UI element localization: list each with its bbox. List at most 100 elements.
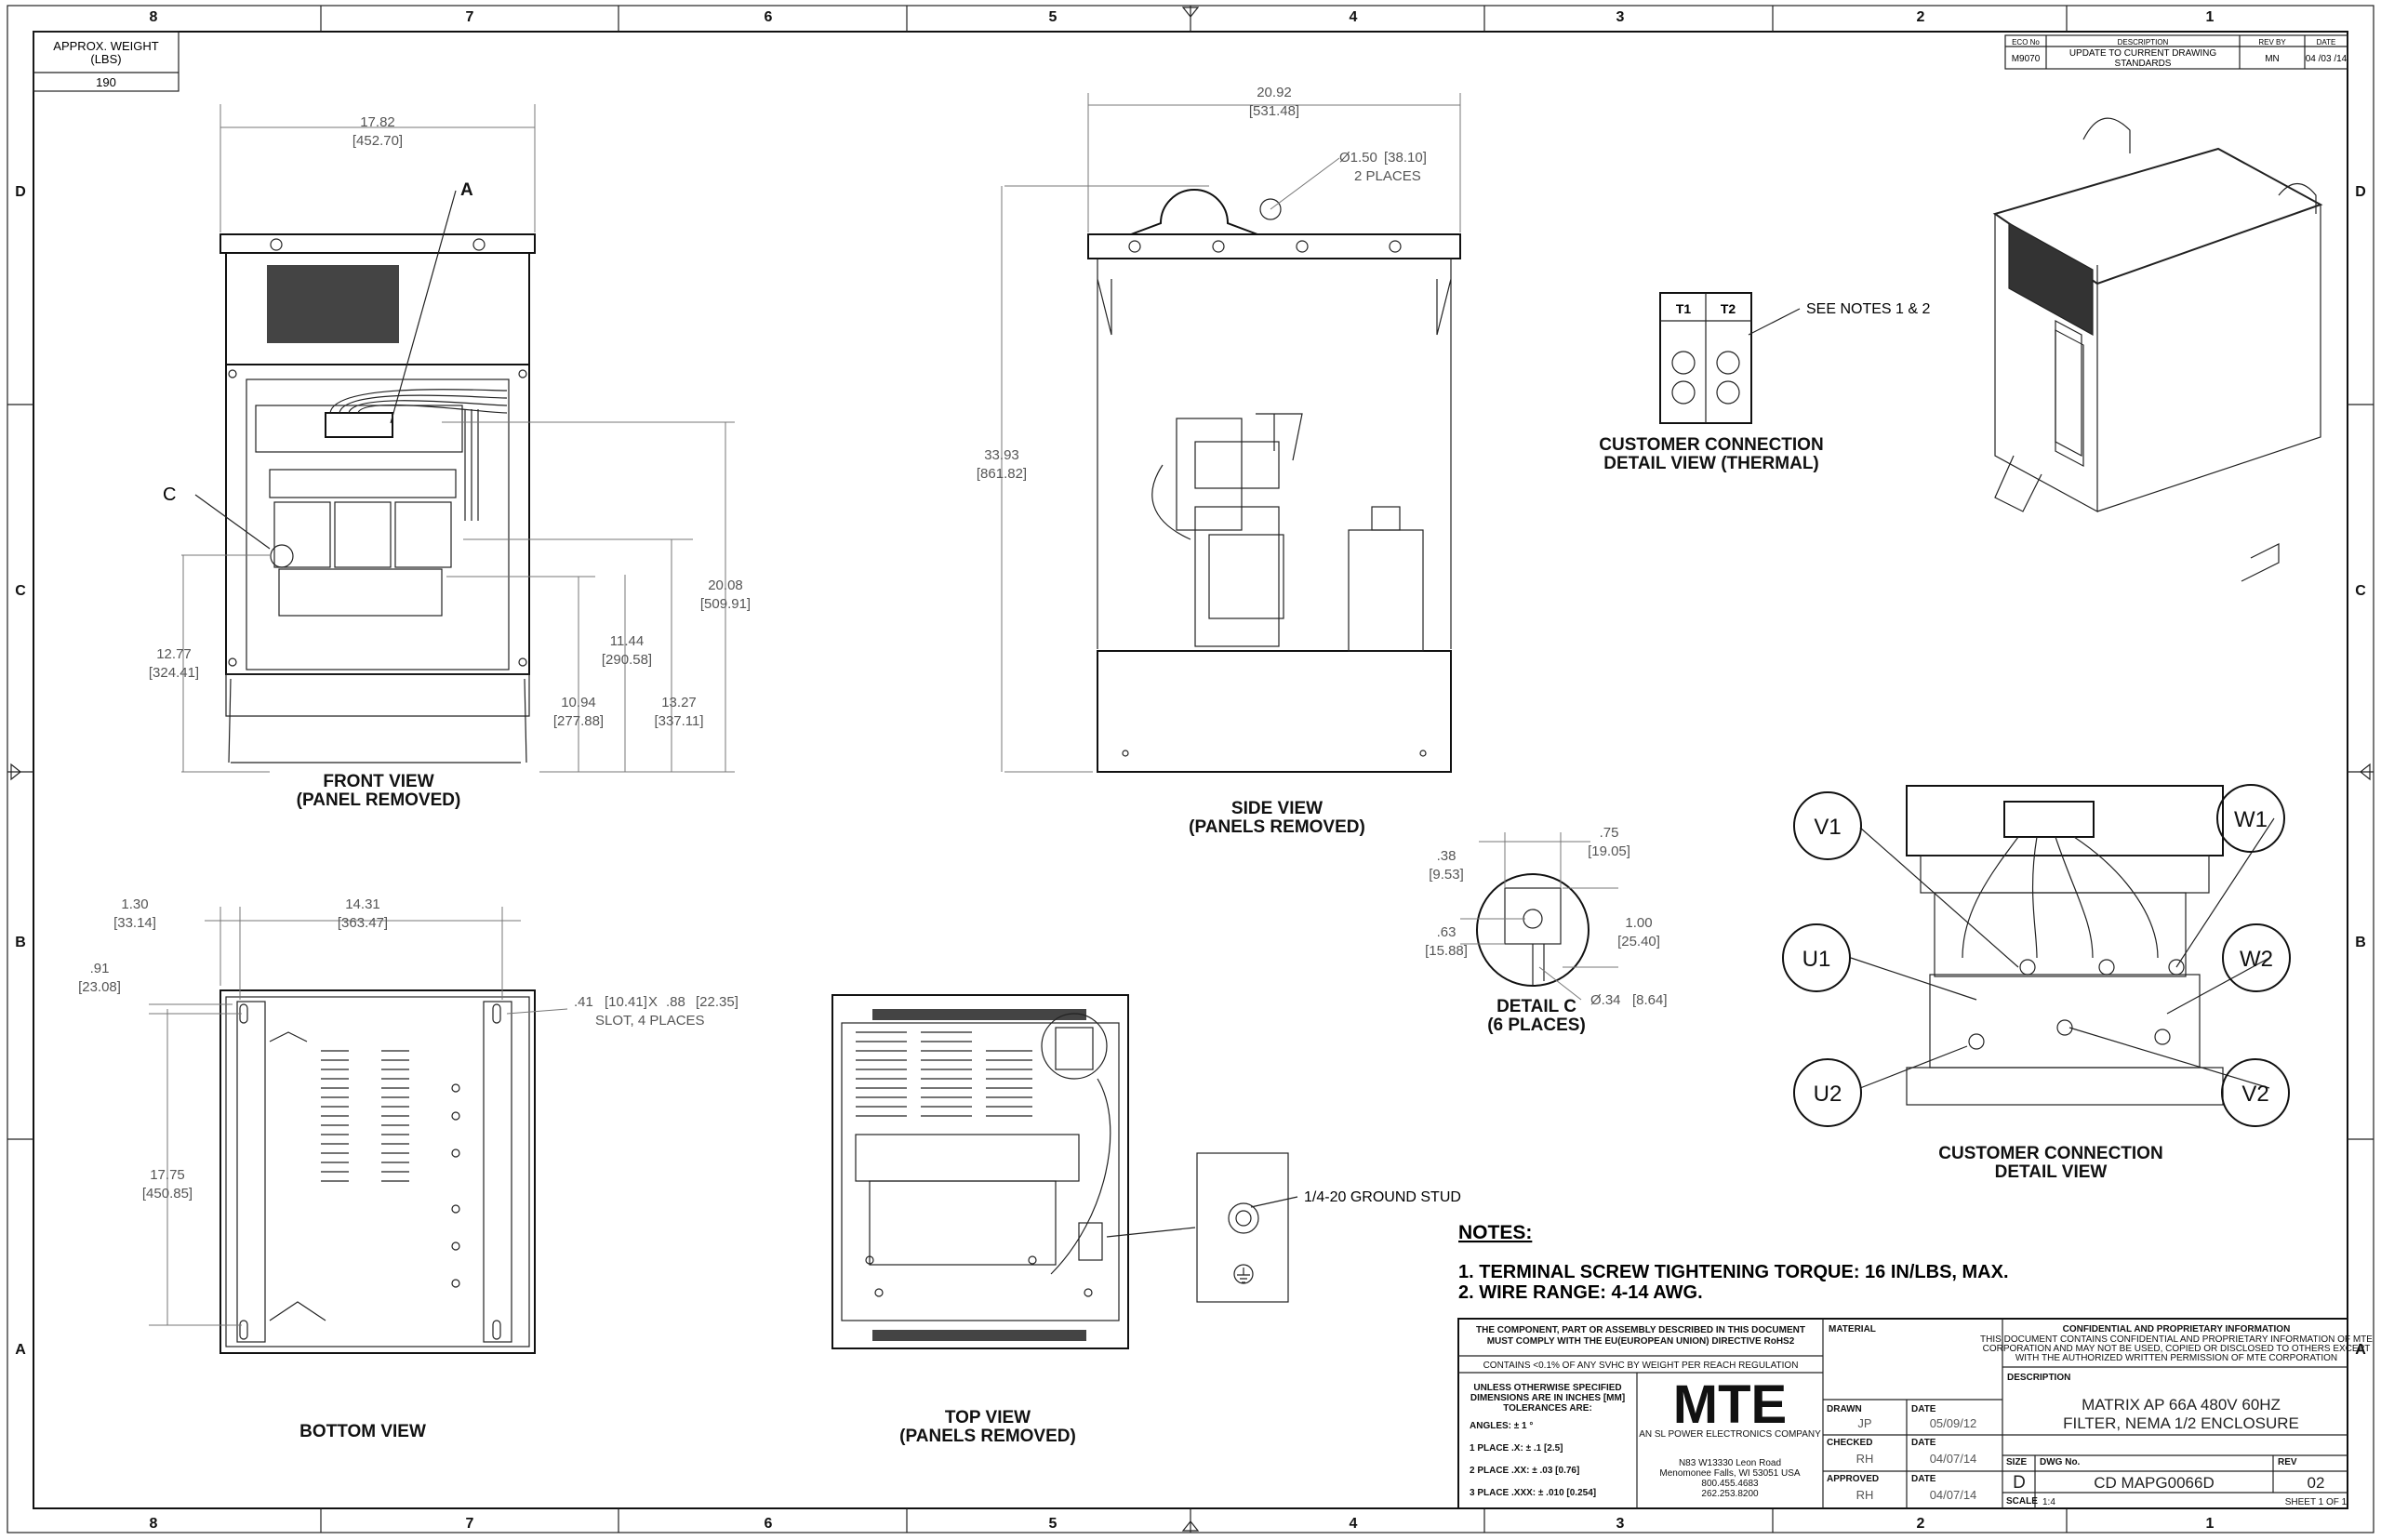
- dim-14-31-mm: [363.47]: [338, 915, 388, 931]
- dim-slot-x: X: [648, 994, 658, 1010]
- top-view: 1/4-20 GROUND STUD TOP VIEW (PANELS REMO…: [831, 994, 1461, 1446]
- side-view-title: SIDE VIEW: [1231, 799, 1323, 818]
- terminal-w1: W1: [2234, 807, 2268, 832]
- customer-detail-subtitle: DETAIL VIEW: [1995, 1162, 2108, 1182]
- note-1: 1. TERMINAL SCREW TIGHTENING TORQUE: 16 …: [1458, 1262, 2009, 1282]
- tb-tol-1: UNLESS OTHERWISE SPECIFIED: [1473, 1383, 1621, 1393]
- tb-approved-date: 04/07/14: [1930, 1488, 1977, 1502]
- mte-address-2: Menomonee Falls, WI 53051 USA: [1659, 1468, 1801, 1479]
- notes: NOTES: 1. TERMINAL SCREW TIGHTENING TORQ…: [1458, 1222, 2009, 1303]
- dim-10-94-in: 10.94: [561, 695, 596, 710]
- col-4-top: 4: [1350, 9, 1358, 25]
- col-2-bottom: 2: [1917, 1516, 1925, 1532]
- rev-date: 04 /03 /14: [2306, 54, 2348, 64]
- column-markers: 8 7 6 5 4 3 2 1 8 7 6 5 4 3 2 1: [150, 9, 2215, 1532]
- tb-scale: 1:4: [2042, 1497, 2055, 1507]
- dim-front-width-mm: [452.70]: [352, 133, 403, 149]
- dim-side-hole-in: Ø1.50: [1339, 150, 1377, 166]
- tb-drawn-label: DRAWN: [1827, 1404, 1862, 1414]
- tb-dwg-label: DWG No.: [2040, 1457, 2081, 1467]
- front-view: A C 17.82 [452.70] 12.77 [324.41] 10.94 …: [149, 104, 751, 810]
- top-vent-top: [872, 1009, 1086, 1020]
- tb-rohs-2: MUST COMPLY WITH THE EU(EUROPEAN UNION) …: [1487, 1336, 1795, 1347]
- row-b-right: B: [2355, 935, 2366, 950]
- dim-0-91-in: .91: [90, 961, 110, 976]
- terminal-u2: U2: [1814, 1082, 1842, 1107]
- tb-conf-3: WITH THE AUTHORIZED WRITTEN PERMISSION O…: [2015, 1353, 2337, 1363]
- col-1-bottom: 1: [2206, 1516, 2215, 1532]
- terminal-v1: V1: [1814, 815, 1841, 840]
- col-5-top: 5: [1049, 9, 1057, 25]
- thermal-t1: T1: [1676, 301, 1692, 316]
- dim-13-27-in: 13.27: [661, 695, 697, 710]
- dim-20-08-in: 20.08: [708, 578, 743, 593]
- rev-header-description: DESCRIPTION: [2118, 38, 2169, 46]
- tb-conf-1: THIS DOCUMENT CONTAINS CONFIDENTIAL AND …: [1980, 1334, 2373, 1345]
- dim-slot-w-in: .41: [574, 994, 593, 1010]
- dim-11-44-mm: [290.58]: [602, 652, 652, 668]
- front-vent: [267, 265, 399, 343]
- bottom-view: 1.30 [33.14] 14.31 [363.47] .91 [23.08] …: [78, 896, 738, 1441]
- tb-scale-label: SCALE: [2006, 1496, 2038, 1507]
- col-6-bottom: 6: [765, 1516, 773, 1532]
- tb-drawn-date: 05/09/12: [1930, 1416, 1977, 1430]
- mte-address-4: 262.253.8200: [1701, 1489, 1759, 1499]
- note-2: 2. WIRE RANGE: 4-14 AWG.: [1458, 1282, 1703, 1303]
- dim-1-00-in: 1.00: [1625, 915, 1652, 931]
- tb-reach: CONTAINS <0.1% OF ANY SVHC BY WEIGHT PER…: [1483, 1361, 1799, 1371]
- tb-checked-by: RH: [1856, 1452, 1874, 1466]
- dim-0-75-in: .75: [1600, 825, 1619, 841]
- dim-side-height-in: 33.93: [984, 447, 1019, 463]
- row-markers: D C B A D C B A: [15, 184, 2366, 1358]
- tb-description-2: FILTER, NEMA 1/2 ENCLOSURE: [2063, 1414, 2299, 1432]
- dim-12-77-in: 12.77: [156, 646, 192, 662]
- rev-header-eco: ECO No: [2012, 38, 2040, 46]
- customer-detail-title: CUSTOMER CONNECTION: [1938, 1144, 2162, 1163]
- dim-12-77-mm: [324.41]: [149, 665, 199, 681]
- mte-address-3: 800.455.4683: [1701, 1479, 1759, 1489]
- col-6-top: 6: [765, 9, 773, 25]
- side-view: 20.92 [531.48] Ø1.50 [38.10] 2 PLACES 33…: [977, 85, 1461, 837]
- slot-places: SLOT, 4 PLACES: [595, 1013, 705, 1029]
- tb-description-1: MATRIX AP 66A 480V 60HZ: [2082, 1396, 2281, 1414]
- rev-description-1: UPDATE TO CURRENT DRAWING: [2069, 48, 2217, 59]
- col-7-bottom: 7: [466, 1516, 474, 1532]
- mte-logo: MTE: [1673, 1374, 1787, 1435]
- row-c-left: C: [15, 583, 26, 599]
- dim-slot-l-mm: [22.35]: [696, 994, 738, 1010]
- callout-c: C: [163, 485, 176, 505]
- tb-size: D: [2013, 1473, 2026, 1493]
- row-a-left: A: [15, 1342, 26, 1358]
- detail-c-subtitle: (6 PLACES): [1487, 1016, 1586, 1035]
- top-view-title: TOP VIEW: [945, 1408, 1031, 1427]
- front-view-title: FRONT VIEW: [323, 772, 433, 791]
- tb-place3: 3 PLACE .XXX: ± .010 [0.254]: [1470, 1488, 1596, 1498]
- dim-0-38-mm: [9.53]: [1429, 867, 1464, 883]
- dim-slot-l-in: .88: [666, 994, 685, 1010]
- weight-box: APPROX. WEIGHT (LBS) 190: [33, 31, 180, 92]
- detail-c-title: DETAIL C: [1496, 997, 1576, 1016]
- col-8-bottom: 8: [150, 1516, 158, 1532]
- grid-ticks: [7, 6, 2374, 1533]
- dim-side-width-mm: [531.48]: [1249, 103, 1299, 119]
- dim-0-75-mm: [19.05]: [1588, 843, 1630, 859]
- thermal-title: CUSTOMER CONNECTION: [1599, 435, 1823, 455]
- tb-material: MATERIAL: [1829, 1324, 1876, 1334]
- dim-0-63-mm: [15.88]: [1425, 943, 1468, 959]
- dim-1-30-mm: [33.14]: [113, 915, 156, 931]
- row-d-left: D: [15, 184, 26, 200]
- dim-detail-hole-in: Ø.34: [1590, 992, 1621, 1008]
- tb-tol-3: TOLERANCES ARE:: [1503, 1403, 1592, 1414]
- tb-description-label: DESCRIPTION: [2007, 1373, 2070, 1383]
- detail-c: .38 [9.53] .75 [19.05] .63 [15.88] 1.00 …: [1425, 825, 1667, 1035]
- dim-11-44-in: 11.44: [610, 633, 644, 649]
- tb-tol-2: DIMENSIONS ARE IN INCHES [MM]: [1470, 1393, 1625, 1403]
- row-a-right: A: [2355, 1342, 2366, 1358]
- dim-1-30-in: 1.30: [121, 896, 148, 912]
- side-view-subtitle: (PANELS REMOVED): [1189, 817, 1365, 837]
- rev-by: MN: [2265, 54, 2280, 64]
- terminal-v2: V2: [2241, 1082, 2268, 1107]
- col-2-top: 2: [1917, 9, 1925, 25]
- dim-17-75-mm: [450.85]: [142, 1186, 193, 1201]
- bottom-view-title: BOTTOM VIEW: [299, 1422, 426, 1441]
